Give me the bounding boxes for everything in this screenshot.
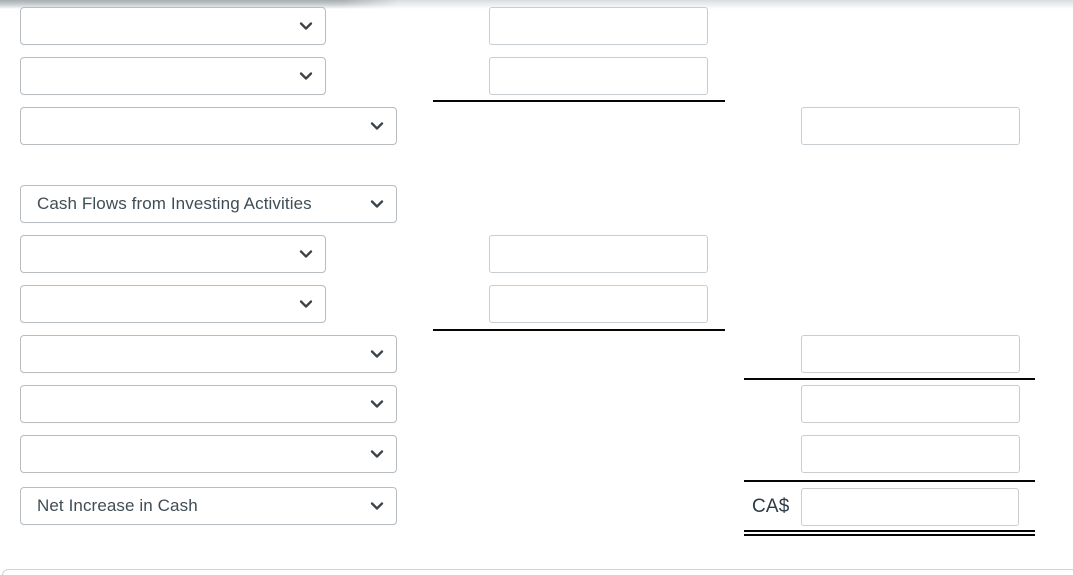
total-rule-2	[744, 480, 1035, 482]
currency-prefix-label: CA$	[752, 496, 790, 517]
net-increase-select[interactable]: Net Increase in Cash	[20, 487, 397, 525]
chevron-down-icon	[369, 196, 385, 212]
amount-input-1[interactable]	[489, 7, 708, 45]
amount-input-2[interactable]	[489, 57, 708, 95]
amount-input-4[interactable]	[489, 285, 708, 323]
chevron-down-icon	[369, 396, 385, 412]
subtotal-select-investing[interactable]	[20, 335, 397, 373]
grand-total-double-rule	[744, 530, 1035, 536]
chevron-down-icon	[298, 296, 314, 312]
top-scroll-shadow	[0, 0, 1073, 9]
total-rule-1	[744, 378, 1035, 380]
chevron-down-icon	[298, 18, 314, 34]
chevron-down-icon	[369, 498, 385, 514]
chevron-down-icon	[298, 246, 314, 262]
subtotal-rule-operating	[433, 100, 725, 102]
section-select-investing[interactable]: Cash Flows from Investing Activities	[20, 185, 397, 223]
select-value: Cash Flows from Investing Activities	[37, 194, 312, 213]
total-input-summary-1[interactable]	[801, 385, 1020, 423]
chevron-down-icon	[369, 446, 385, 462]
chevron-down-icon	[369, 346, 385, 362]
chevron-down-icon	[369, 118, 385, 134]
line-item-select-4[interactable]	[20, 285, 326, 323]
select-value: Net Increase in Cash	[37, 496, 198, 515]
total-input-summary-2[interactable]	[801, 435, 1020, 473]
line-item-select-3[interactable]	[20, 235, 326, 273]
total-input-operating[interactable]	[801, 107, 1020, 145]
subtotal-select-operating[interactable]	[20, 107, 397, 145]
summary-select-1[interactable]	[20, 385, 397, 423]
net-increase-amount-input[interactable]	[801, 488, 1019, 526]
summary-select-2[interactable]	[20, 435, 397, 473]
amount-input-3[interactable]	[489, 235, 708, 273]
next-section-top-edge	[2, 569, 1073, 575]
top-scroll-shadow-left	[0, 0, 398, 9]
line-item-select-1[interactable]	[20, 7, 326, 45]
chevron-down-icon	[298, 68, 314, 84]
line-item-select-2[interactable]	[20, 57, 326, 95]
total-input-investing[interactable]	[801, 335, 1020, 373]
subtotal-rule-investing	[433, 329, 725, 331]
